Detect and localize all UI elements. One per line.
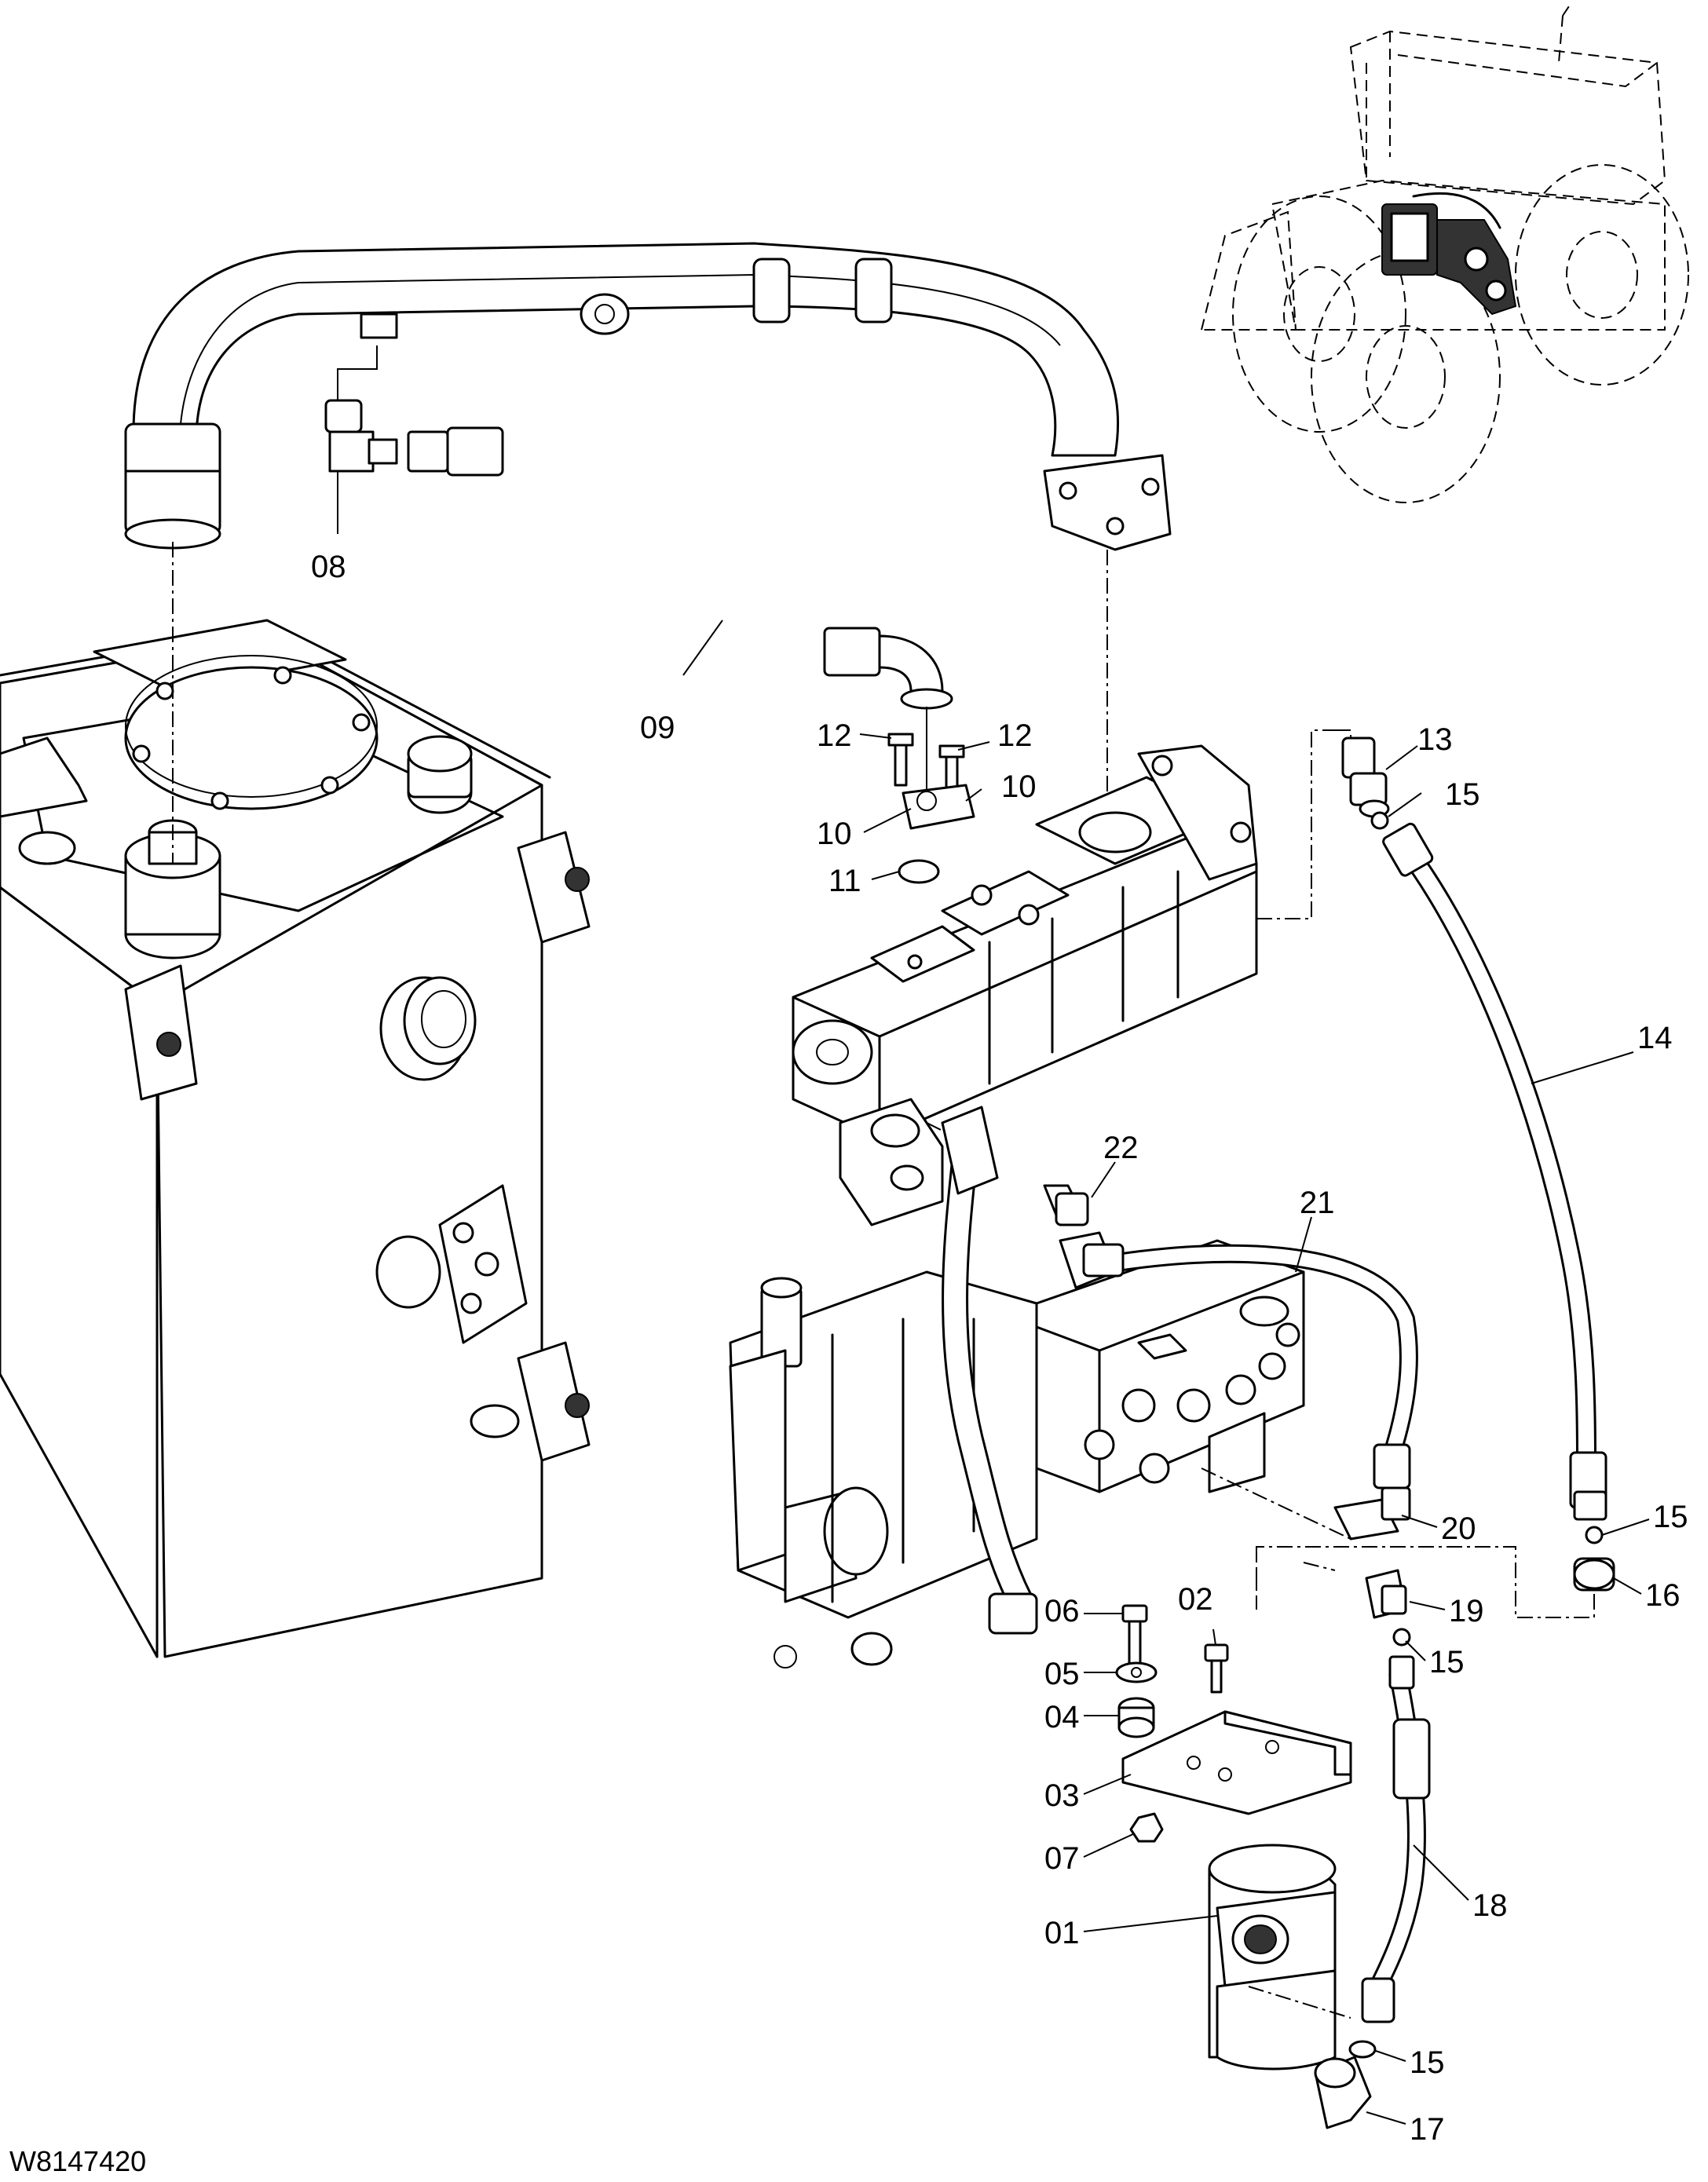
callout-12-right: 12 [997,718,1033,753]
machine-locator-view [1200,3,1689,503]
callout-10-left: 10 [817,817,852,851]
bolt-02 [1204,1643,1229,1694]
grommet-04 [1117,1697,1155,1738]
callout-22: 22 [1103,1131,1139,1165]
filter-bracket-03 [1121,1710,1352,1815]
callout-15-mid: 15 [1429,1645,1465,1679]
callout-01: 01 [1044,1916,1080,1950]
o-ring-15-bottom [1348,2040,1377,2059]
callout-06: 06 [1044,1594,1080,1628]
elbow-fitting-13 [1335,729,1390,818]
callout-10-right: 10 [1001,769,1037,804]
callout-20: 20 [1441,1511,1476,1546]
callout-14: 14 [1637,1021,1673,1055]
callout-15-right: 15 [1653,1500,1688,1534]
suction-pipe [124,242,1172,864]
callout-12-left: 12 [817,718,852,753]
o-ring-15-right [1585,1526,1604,1544]
fitting-22 [1043,1184,1089,1226]
elbow-fitting-17 [1314,2056,1372,2129]
fitting-19 [1365,1569,1407,1619]
hydraulic-tank [0,619,591,1658]
callout-02: 02 [1178,1582,1213,1617]
hose-09 [407,426,953,710]
adapter-16 [1256,1546,1615,1618]
line-filter-01 [1208,1547,1351,2071]
callout-21: 21 [1300,1186,1335,1220]
elbow-fitting-20 [1333,1486,1411,1541]
nut-07 [1129,1812,1164,1843]
callout-16: 16 [1645,1578,1681,1613]
callout-13: 13 [1417,722,1453,757]
callout-05: 05 [1044,1657,1080,1691]
o-ring-15-top [1370,811,1389,830]
bolt-06 [1121,1604,1148,1666]
pump-to-valve-tube [941,1106,1038,1635]
hose-18 [1361,1655,1431,2023]
hose-21 [1059,1231,1418,1489]
callout-09: 09 [640,711,675,745]
callout-03: 03 [1044,1778,1080,1813]
leader-lines [337,471,1650,2125]
hydraulic-pump [792,729,1335,1226]
split-flange-10-11-12 [887,707,975,884]
callout-07: 07 [1044,1841,1080,1876]
callout-08: 08 [311,550,346,584]
callout-11: 11 [828,864,861,898]
callout-15-bottom: 15 [1410,2045,1445,2080]
callout-labels: 08 09 12 12 10 10 11 13 15 14 22 21 20 1… [311,550,1688,2147]
washer-05 [1115,1661,1158,1683]
callout-04: 04 [1044,1700,1080,1734]
callout-15-top: 15 [1445,777,1480,812]
callout-17: 17 [1410,2112,1445,2147]
control-valve [729,1239,1351,1668]
drawing-code: W8147420 [9,2145,146,2177]
callout-19: 19 [1449,1594,1484,1628]
callout-18: 18 [1472,1888,1508,1923]
elbow-fitting-08 [324,345,398,473]
hose-14 [1382,822,1607,1521]
